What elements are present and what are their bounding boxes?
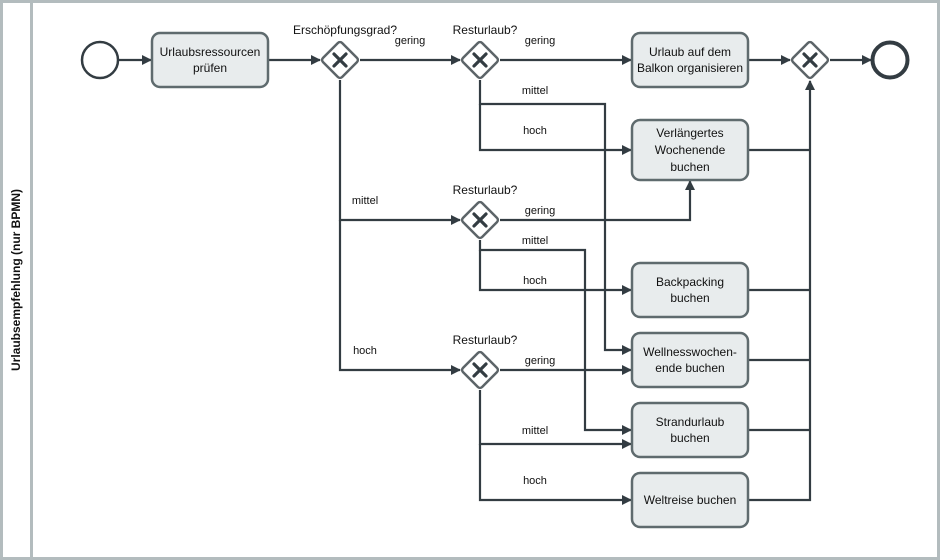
condition-v1-low: gering <box>525 35 556 47</box>
svg-text:Wochenende: Wochenende <box>655 143 726 157</box>
flow-v2-low <box>500 180 695 222</box>
end-event <box>870 40 910 80</box>
task-balkon: Urlaub auf dem Balkon organisieren <box>630 31 750 89</box>
flow-v1-mid <box>478 80 632 355</box>
gateway-vacation-3-label: Resturlaub? <box>453 333 518 347</box>
condition-exh-low: gering <box>395 35 426 47</box>
svg-text:prüfen: prüfen <box>193 61 227 75</box>
condition-v2-mid: mittel <box>522 235 548 247</box>
condition-v1-mid: mittel <box>522 85 548 97</box>
svg-text:Weltreise buchen: Weltreise buchen <box>644 493 737 507</box>
task-wellness: Wellnesswochen- ende buchen <box>630 331 750 389</box>
condition-v3-high: hoch <box>523 475 547 487</box>
svg-text:Urlaub auf dem: Urlaub auf dem <box>649 45 731 59</box>
flow-v2-high <box>478 250 632 295</box>
svg-text:Backpacking: Backpacking <box>656 275 724 289</box>
condition-v1-high: hoch <box>523 125 547 137</box>
start-event <box>80 40 120 80</box>
condition-exh-mid: mittel <box>352 195 378 207</box>
task-backpacking: Backpacking buchen <box>630 261 750 319</box>
condition-labels: gering mittel hoch gering mittel hoch ge… <box>352 35 555 487</box>
task-beach: Strandurlaub buchen <box>630 401 750 459</box>
gateway-exhaustion <box>320 40 360 80</box>
svg-text:Wellnesswochen-: Wellnesswochen- <box>643 345 737 359</box>
svg-text:Urlaubsressourcen: Urlaubsressourcen <box>160 45 261 59</box>
svg-text:ende buchen: ende buchen <box>655 361 724 375</box>
condition-v3-mid: mittel <box>522 425 548 437</box>
gateway-vacation-1 <box>460 40 500 80</box>
pool-label: Urlaubsempfehlung (nur BPMN) <box>9 189 23 371</box>
gateway-vacation-1-label: Resturlaub? <box>453 23 518 37</box>
gateway-merge <box>790 40 830 80</box>
task-check-resources: Urlaubsressourcen prüfen <box>150 31 270 89</box>
gateway-vacation-3 <box>460 350 500 390</box>
flow-v3-high <box>478 444 632 505</box>
svg-text:buchen: buchen <box>670 291 709 305</box>
sequence-flows <box>119 55 872 505</box>
task-world-trip: Weltreise buchen <box>630 471 750 529</box>
condition-exh-high: hoch <box>353 345 377 357</box>
gateway-vacation-2-label: Resturlaub? <box>453 183 518 197</box>
svg-text:buchen: buchen <box>670 160 709 174</box>
gateway-exhaustion-label: Erschöpfungsgrad? <box>293 23 397 37</box>
condition-v2-low: gering <box>525 205 556 217</box>
svg-text:Balkon organisieren: Balkon organisieren <box>637 61 743 75</box>
flow-exh-high <box>338 220 461 375</box>
svg-text:Verlängertes: Verlängertes <box>656 126 723 140</box>
svg-text:buchen: buchen <box>670 431 709 445</box>
task-extended-weekend: Verlängertes Wochenende buchen <box>630 118 750 182</box>
flow-merge-from-tasks <box>749 81 810 502</box>
flow-v2-mid <box>478 240 632 435</box>
condition-v3-low: gering <box>525 355 556 367</box>
svg-text:Strandurlaub: Strandurlaub <box>656 415 725 429</box>
condition-v2-high: hoch <box>523 275 547 287</box>
gateway-vacation-2 <box>460 200 500 240</box>
flow-v1-high <box>478 104 632 155</box>
